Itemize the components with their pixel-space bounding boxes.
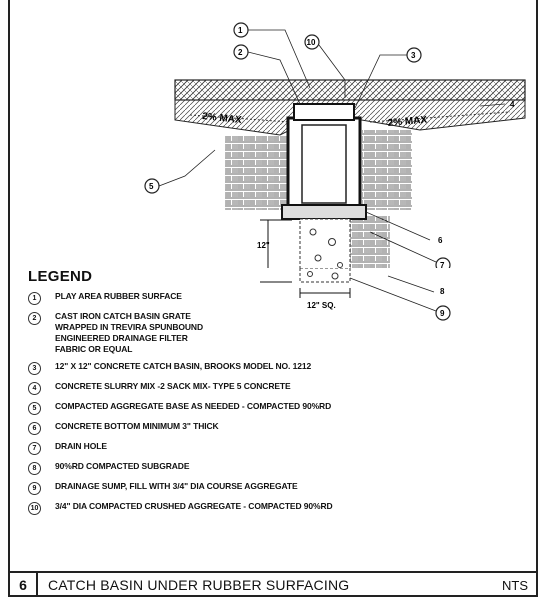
svg-text:9: 9 (440, 309, 445, 318)
svg-text:1: 1 (238, 26, 243, 35)
legend-item-line: ENGINEERED DRAINAGE FILTER (55, 333, 188, 343)
legend-list: 1 PLAY AREA RUBBER SURFACE 2 CAST IRON CATC… (28, 291, 508, 515)
legend-item-line: 12" X 12" CONCRETE CATCH BASIN, BROOKS M… (55, 361, 312, 371)
callout-3: 3 (354, 47, 422, 109)
legend-item-line: 3/4" DIA COMPACTED CRUSHED AGGREGATE - C… (55, 501, 333, 511)
legend-item-line: CONCRETE SLURRY MIX -2 SACK MIX- TYPE 5 … (55, 381, 291, 391)
legend-item-number: 7 (28, 442, 41, 455)
callout-8: 8 (387, 275, 445, 296)
callout-1: 1 (233, 22, 311, 89)
legend-item-text: COMPACTED AGGREGATE BASE AS NEEDED - COM… (55, 401, 331, 412)
legend-item-text: DRAIN HOLE (55, 441, 107, 452)
legend-item-line: DRAIN HOLE (55, 441, 107, 451)
callout-4: 4 (479, 100, 515, 109)
svg-text:10: 10 (307, 38, 316, 47)
callout-10: 10 (304, 34, 346, 98)
legend-item-text: 12" X 12" CONCRETE CATCH BASIN, BROOKS M… (55, 361, 311, 372)
svg-text:3: 3 (411, 51, 416, 60)
legend-item: 10 3/4" DIA COMPACTED CRUSHED AGGREGATE -… (28, 501, 508, 515)
legend-item: 3 12" X 12" CONCRETE CATCH BASIN, BROOKS … (28, 361, 508, 375)
callout-7: 7 (369, 231, 451, 268)
legend-item-number: 4 (28, 382, 41, 395)
legend-item-number: 10 (28, 502, 41, 515)
compacted-subgrade-left (225, 135, 287, 210)
detail-number: 6 (10, 573, 38, 597)
rubber-surface (174, 79, 526, 101)
legend-item-text: DRAINAGE SUMP, FILL WITH 3/4" DIA COURSE… (55, 481, 298, 492)
legend-item-line: PLAY AREA RUBBER SURFACE (55, 291, 182, 301)
legend-item-line: COMPACTED AGGREGATE BASE AS NEEDED - COM… (55, 401, 332, 411)
callout-5: 5 (144, 149, 216, 194)
legend-item-number: 3 (28, 362, 41, 375)
legend-item-number: 8 (28, 462, 41, 475)
detail-sheet: 2% MAX 2% MAX 12" 1 2 (8, 0, 538, 597)
legend-item: 4 CONCRETE SLURRY MIX -2 SACK MIX- TYPE 5… (28, 381, 508, 395)
legend-item-number: 6 (28, 422, 41, 435)
callout-9: 9 (349, 277, 451, 321)
legend-item-number: 9 (28, 482, 41, 495)
catch-basin-section-drawing: 2% MAX 2% MAX 12" 1 2 (144, 22, 526, 268)
detail-title: CATCH BASIN UNDER RUBBER SURFACING (48, 577, 350, 593)
callout-2: 2 (233, 44, 301, 105)
legend: LEGEND 1 PLAY AREA RUBBER SURFACE 2 CAST IR… (28, 268, 508, 521)
svg-text:7: 7 (440, 261, 445, 268)
legend-item-text: 90%RD COMPACTED SUBGRADE (55, 461, 190, 472)
dimension-depth: 12" (257, 241, 270, 250)
svg-text:6: 6 (438, 236, 443, 245)
legend-item-number: 5 (28, 402, 41, 415)
svg-text:2: 2 (238, 48, 243, 57)
legend-item-text: CONCRETE BOTTOM MINIMUM 3" THICK (55, 421, 219, 432)
detail-scale: NTS (502, 577, 528, 593)
compacted-subgrade-right (362, 130, 412, 210)
svg-text:5: 5 (149, 182, 154, 191)
legend-item-line: DRAINAGE SUMP, FILL WITH 3/4" DIA COURSE… (55, 481, 298, 491)
concrete-bottom (281, 204, 367, 220)
legend-item: 5 COMPACTED AGGREGATE BASE AS NEEDED - CO… (28, 401, 508, 415)
legend-item-number: 2 (28, 312, 41, 325)
catch-basin-grate (293, 103, 355, 121)
legend-item: 9 DRAINAGE SUMP, FILL WITH 3/4" DIA COURS… (28, 481, 508, 495)
legend-item-text: 3/4" DIA COMPACTED CRUSHED AGGREGATE - C… (55, 501, 333, 512)
title-block: 6 CATCH BASIN UNDER RUBBER SURFACING NTS (10, 571, 536, 597)
legend-item: 8 90%RD COMPACTED SUBGRADE (28, 461, 508, 475)
legend-item-line: FABRIC OR EQUAL (55, 344, 133, 354)
legend-item-text: PLAY AREA RUBBER SURFACE (55, 291, 182, 302)
callout-6: 6 (365, 211, 443, 245)
legend-item-text: CONCRETE SLURRY MIX -2 SACK MIX- TYPE 5 … (55, 381, 291, 392)
svg-text:4: 4 (510, 100, 515, 109)
dimension-width: 12" SQ. (307, 301, 336, 310)
legend-item: 7 DRAIN HOLE (28, 441, 508, 455)
drainage-sump (299, 218, 351, 268)
catch-basin-section-lower: 12" SQ. 8 9 (260, 268, 451, 321)
legend-item-line: CONCRETE BOTTOM MINIMUM 3" THICK (55, 421, 219, 431)
legend-item-number: 1 (28, 292, 41, 305)
legend-item: 1 PLAY AREA RUBBER SURFACE (28, 291, 508, 305)
slope-right-label: 2% MAX (387, 115, 428, 129)
legend-item-line: WRAPPED IN TREVIRA SPUNBOUND (55, 322, 204, 332)
legend-item-line: 90%RD COMPACTED SUBGRADE (55, 461, 190, 471)
legend-item: 6 CONCRETE BOTTOM MINIMUM 3" THICK (28, 421, 508, 435)
svg-text:8: 8 (440, 287, 445, 296)
legend-item-line: CAST IRON CATCH BASIN GRATE (55, 311, 191, 321)
slope-left-label: 2% MAX (202, 111, 243, 126)
legend-title: LEGEND (28, 268, 93, 285)
